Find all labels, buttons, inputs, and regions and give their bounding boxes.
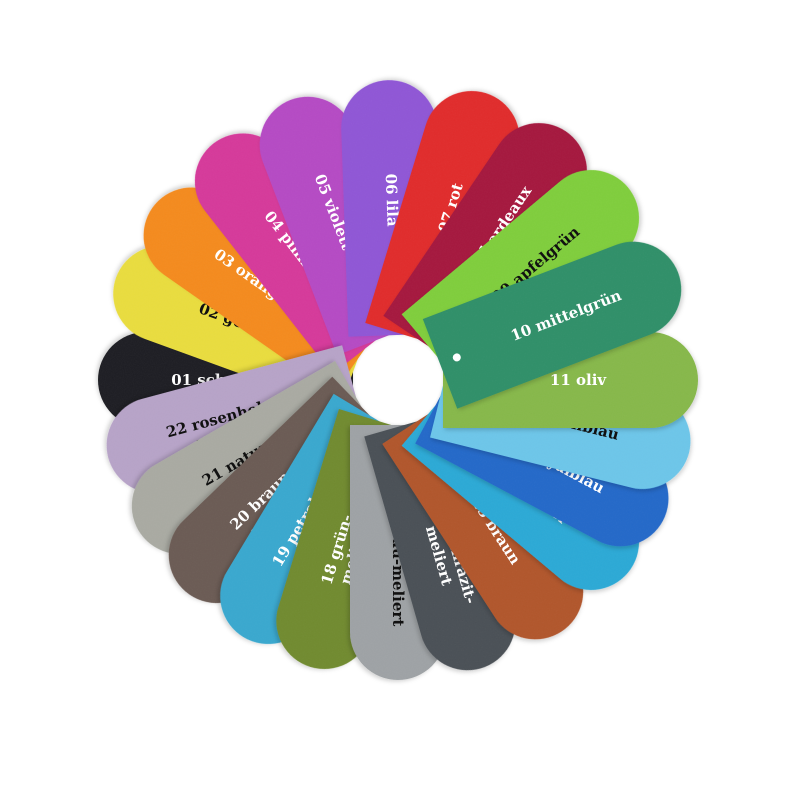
swatch-10: 10 mittelgrün <box>422 241 682 409</box>
swatch-10-texture <box>422 241 682 409</box>
swatch-06-label: 06 lila <box>382 173 402 227</box>
swatch-06-label-line: 06 lila <box>382 173 402 227</box>
swatch-11-label: 11 oliv <box>550 371 607 389</box>
swatch-16: 16 anthrazit-meliert <box>364 410 516 671</box>
swatch-10-hole <box>452 353 461 362</box>
swatch-16-texture <box>364 410 516 671</box>
swatch-11-label-line: 11 oliv <box>550 371 607 389</box>
